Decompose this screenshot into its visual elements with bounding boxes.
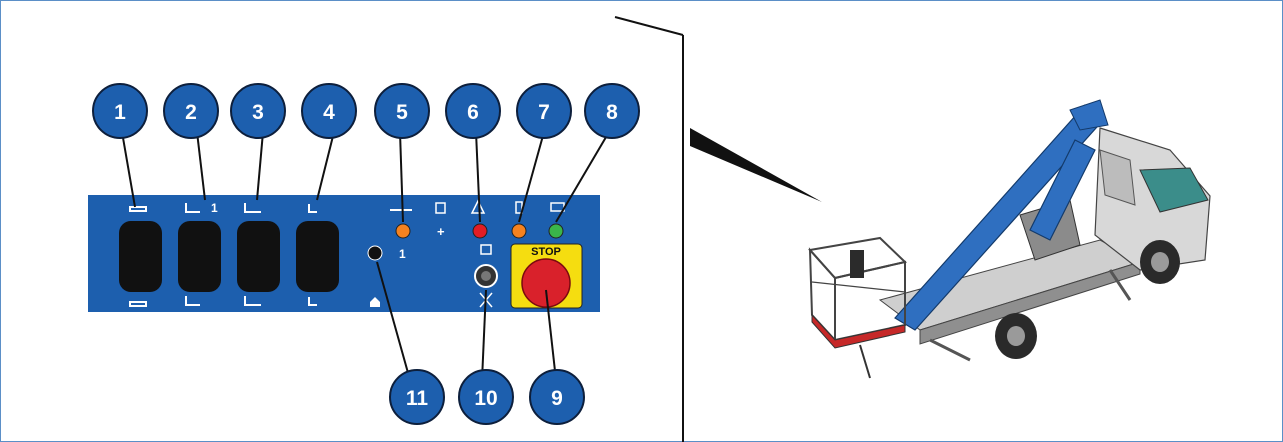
lamp-6	[472, 223, 488, 239]
leader-lines	[121, 131, 610, 381]
divider-line	[614, 16, 684, 36]
warning-triangle-icon	[470, 199, 486, 214]
svg-text:8: 8	[606, 101, 618, 124]
callout-1: 1	[92, 83, 148, 139]
callout-5: 5	[374, 83, 430, 139]
svg-text:5: 5	[396, 101, 408, 124]
rocker-switch-3[interactable]	[237, 203, 280, 306]
svg-text:3: 3	[252, 101, 264, 124]
callout-10: 10	[458, 369, 514, 425]
boom-icon	[185, 203, 200, 306]
svg-text:1: 1	[114, 101, 126, 124]
callout-11: 11	[389, 369, 445, 425]
jack-label: 1	[399, 247, 406, 261]
wheel	[1140, 240, 1180, 284]
jack-socket[interactable]	[367, 245, 383, 261]
basket-icon	[308, 204, 317, 306]
callout-3: 3	[230, 83, 286, 139]
callout-9: 9	[529, 369, 585, 425]
home-icon	[370, 297, 380, 307]
telescope-icon	[244, 203, 261, 306]
wheel	[995, 313, 1037, 359]
lamp-8	[548, 223, 564, 239]
lamp-7	[511, 223, 527, 239]
rocker-switch-2[interactable]: 1	[178, 201, 221, 306]
svg-text:9: 9	[551, 387, 563, 410]
svg-text:6: 6	[467, 101, 479, 124]
key-switch[interactable]	[474, 264, 498, 288]
svg-text:10: 10	[474, 387, 497, 410]
callout-2: 2	[163, 83, 219, 139]
callout-6: 6	[445, 83, 501, 139]
rocker-switch-4[interactable]	[296, 204, 339, 306]
rocker-switch-1[interactable]	[119, 206, 162, 307]
emergency-stop-button[interactable]	[510, 243, 583, 309]
svg-text:7: 7	[538, 101, 550, 124]
callout-4: 4	[301, 83, 357, 139]
svg-text:11: 11	[406, 387, 429, 410]
callout-8: 8	[584, 83, 640, 139]
rotation-icon	[129, 206, 147, 307]
callout-7: 7	[516, 83, 572, 139]
svg-text:4: 4	[323, 101, 335, 124]
switch-2-suffix: 1	[211, 201, 218, 215]
plus-sign: +	[437, 224, 445, 239]
horn-icon	[480, 244, 492, 255]
pointer-wedge	[690, 128, 822, 202]
aerial-platform-truck-illustration	[808, 99, 1211, 379]
svg-text:2: 2	[185, 101, 197, 124]
stop-label: STOP	[531, 246, 561, 258]
lamp-5	[395, 223, 411, 239]
bucket-icon	[435, 202, 446, 214]
